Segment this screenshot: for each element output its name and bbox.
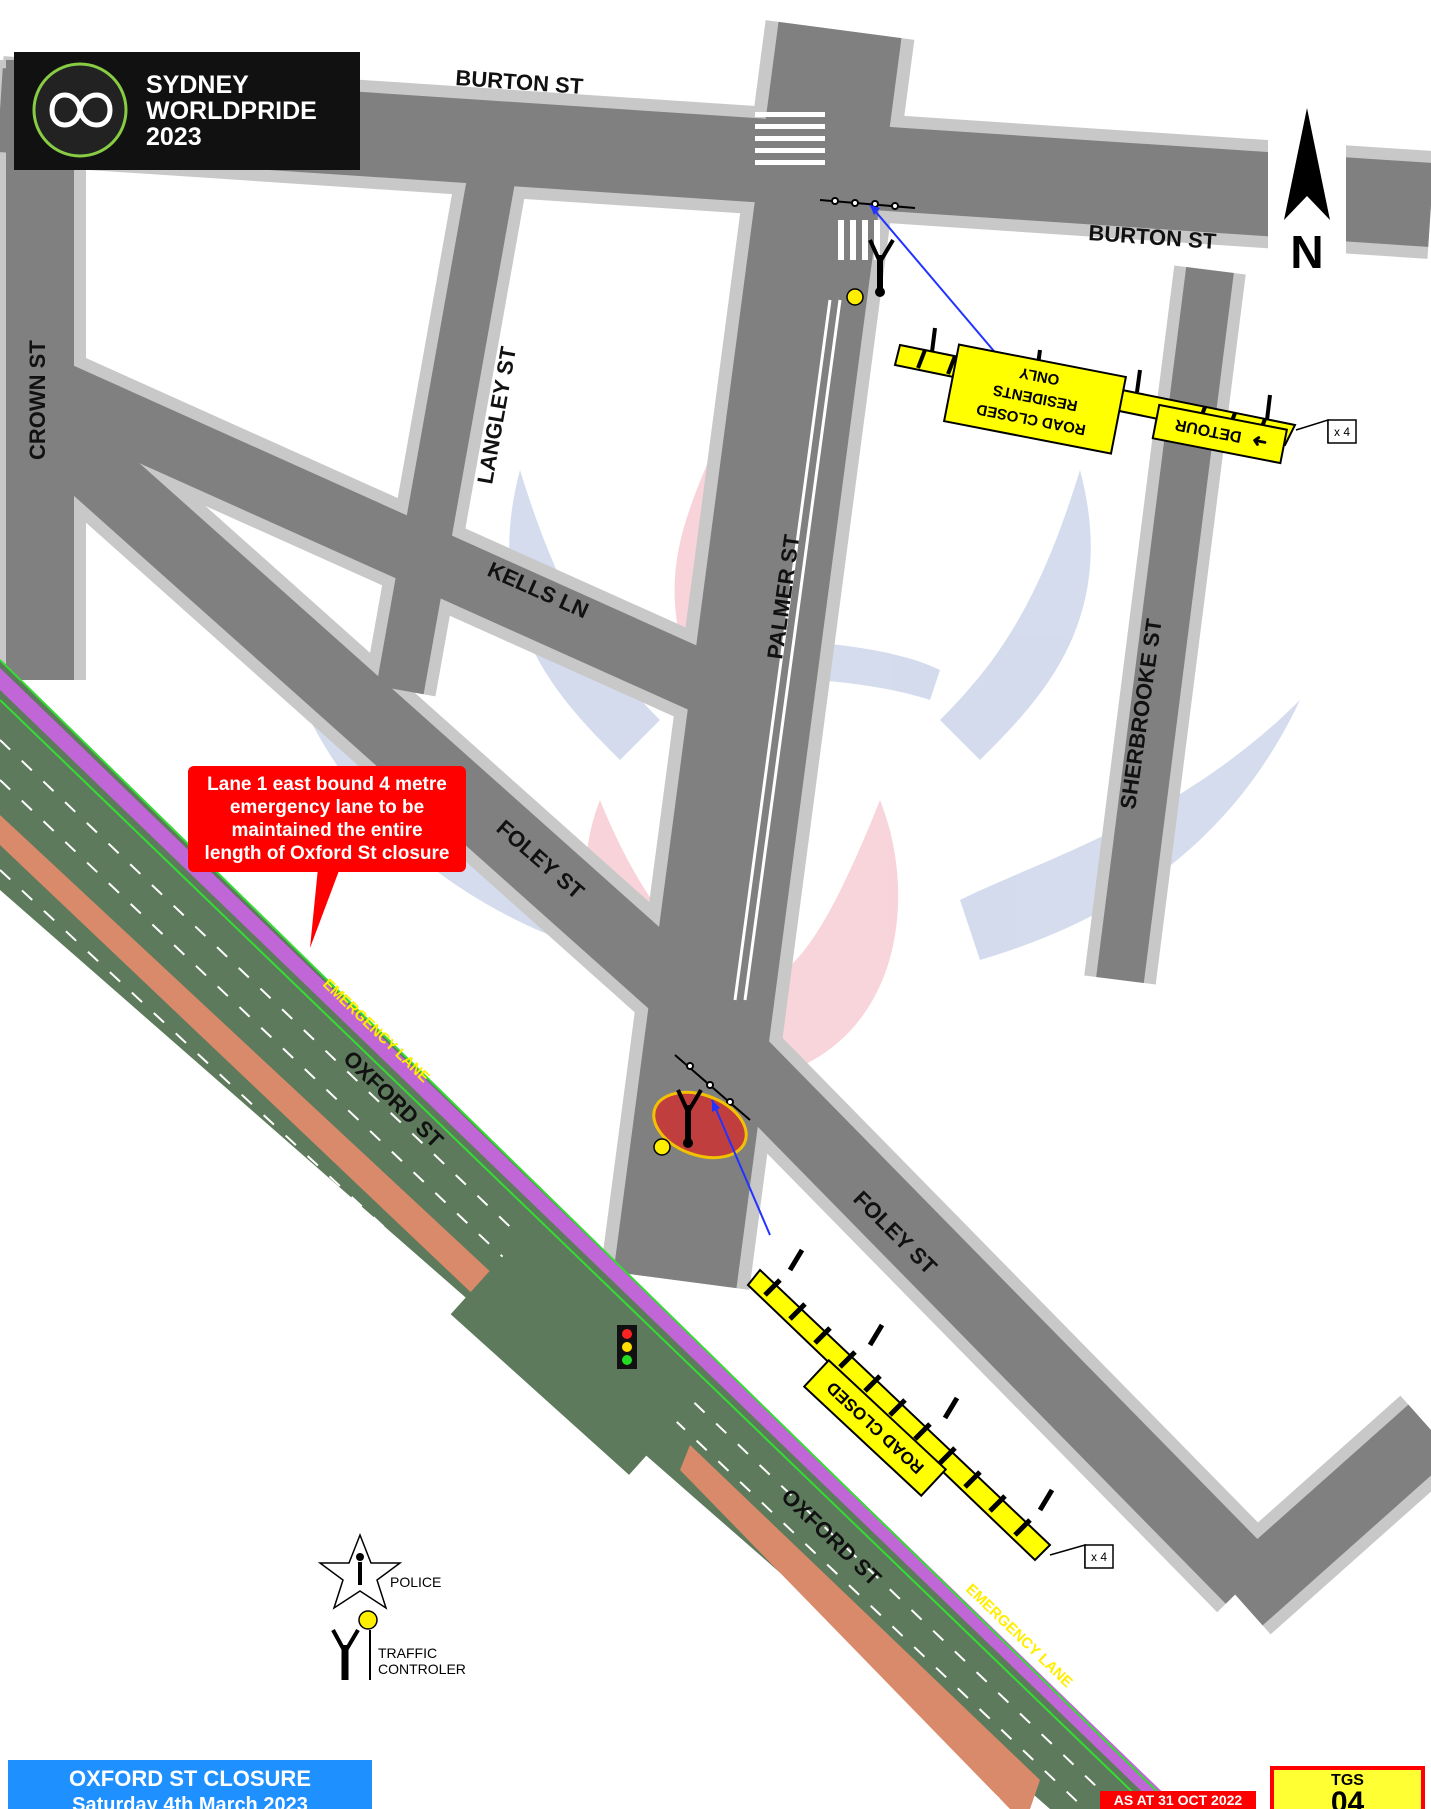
north-arrow-icon xyxy=(1284,108,1330,220)
tgs-number: 04 xyxy=(1330,1786,1365,1809)
closure-date: Saturday 4th March 2023 xyxy=(72,1794,308,1809)
oxford-green-edge-1 xyxy=(0,659,1176,1809)
arrowhead-top xyxy=(870,205,880,215)
barrier-bottom xyxy=(746,1248,1055,1562)
callout-line-3: maintained the entire xyxy=(231,820,423,841)
detour-arrow-top xyxy=(869,204,1011,371)
oxford-lane-dashes xyxy=(0,739,1121,1809)
traffic-controller-top xyxy=(846,238,895,306)
tgs-label: TGS xyxy=(1331,1772,1364,1789)
fence-bottom xyxy=(674,1054,751,1121)
tgs-number-box: TGS 04 xyxy=(1270,1766,1425,1809)
multiplier-bottom: x 4 xyxy=(1049,1544,1114,1569)
label-crown-st: CROWN ST xyxy=(25,340,50,460)
svg-text:x 4: x 4 xyxy=(1334,425,1350,439)
callout-line-4: length of Oxford St closure xyxy=(204,843,450,864)
burton-crossing xyxy=(755,112,880,260)
roads xyxy=(0,21,1431,1626)
detour-sign: DETOUR ➜ xyxy=(1151,403,1289,465)
as-at-date-badge: AS AT 31 OCT 2022 xyxy=(1100,1791,1256,1809)
detour-arrow-bottom xyxy=(711,1099,771,1236)
logo-line-3: 2023 xyxy=(146,123,202,151)
traffic-controller-bottom xyxy=(653,1088,703,1156)
legend-traffic-2: CONTROLER xyxy=(378,1661,466,1677)
infinity-logo-icon xyxy=(32,62,128,158)
arrow-right-icon: ➜ xyxy=(1250,430,1269,453)
legend-traffic-1: TRAFFIC xyxy=(378,1645,438,1661)
traffic-light-icon xyxy=(617,1325,637,1369)
sydney-worldpride-logo: SYDNEY WORLDPRIDE 2023 xyxy=(14,52,360,170)
arrowhead-bottom xyxy=(712,1100,720,1112)
median-strip-3 xyxy=(680,1445,1040,1809)
closure-title-box: OXFORD ST CLOSURE Saturday 4th March 202… xyxy=(8,1760,372,1809)
logo-line-2: WORLDPRIDE xyxy=(146,97,317,125)
traffic-controller-legend-icon xyxy=(331,1610,378,1680)
palmer-centre-line xyxy=(733,299,832,1001)
emergency-lane xyxy=(0,668,1180,1809)
closure-hatch-area xyxy=(652,1090,748,1160)
north-arrow: N xyxy=(1268,100,1346,296)
callout-line-2: emergency lane to be xyxy=(229,797,425,818)
callout-line-1: Lane 1 east bound 4 metre xyxy=(207,774,447,795)
svg-text:x 4: x 4 xyxy=(1091,1550,1107,1564)
multiplier-top: x 4 xyxy=(1295,418,1357,444)
closure-title: OXFORD ST CLOSURE xyxy=(68,1766,311,1791)
median-strip-1 xyxy=(0,815,510,1320)
legend-police: POLICE xyxy=(390,1574,442,1590)
callout-pointer xyxy=(310,868,340,948)
oxford-green-edge-2 xyxy=(0,699,1151,1809)
oxford-crossing xyxy=(450,1225,710,1475)
emergency-lane-callout: Lane 1 east bound 4 metre emergency lane… xyxy=(188,766,466,872)
palmer-centre-line-2 xyxy=(743,299,842,1001)
police-icon xyxy=(317,1532,403,1610)
logo-line-1: SYDNEY xyxy=(146,71,249,99)
north-label: N xyxy=(1290,226,1324,278)
road-closed-residents-sign: ROAD CLOSED RESIDENTS ONLY xyxy=(942,343,1128,455)
